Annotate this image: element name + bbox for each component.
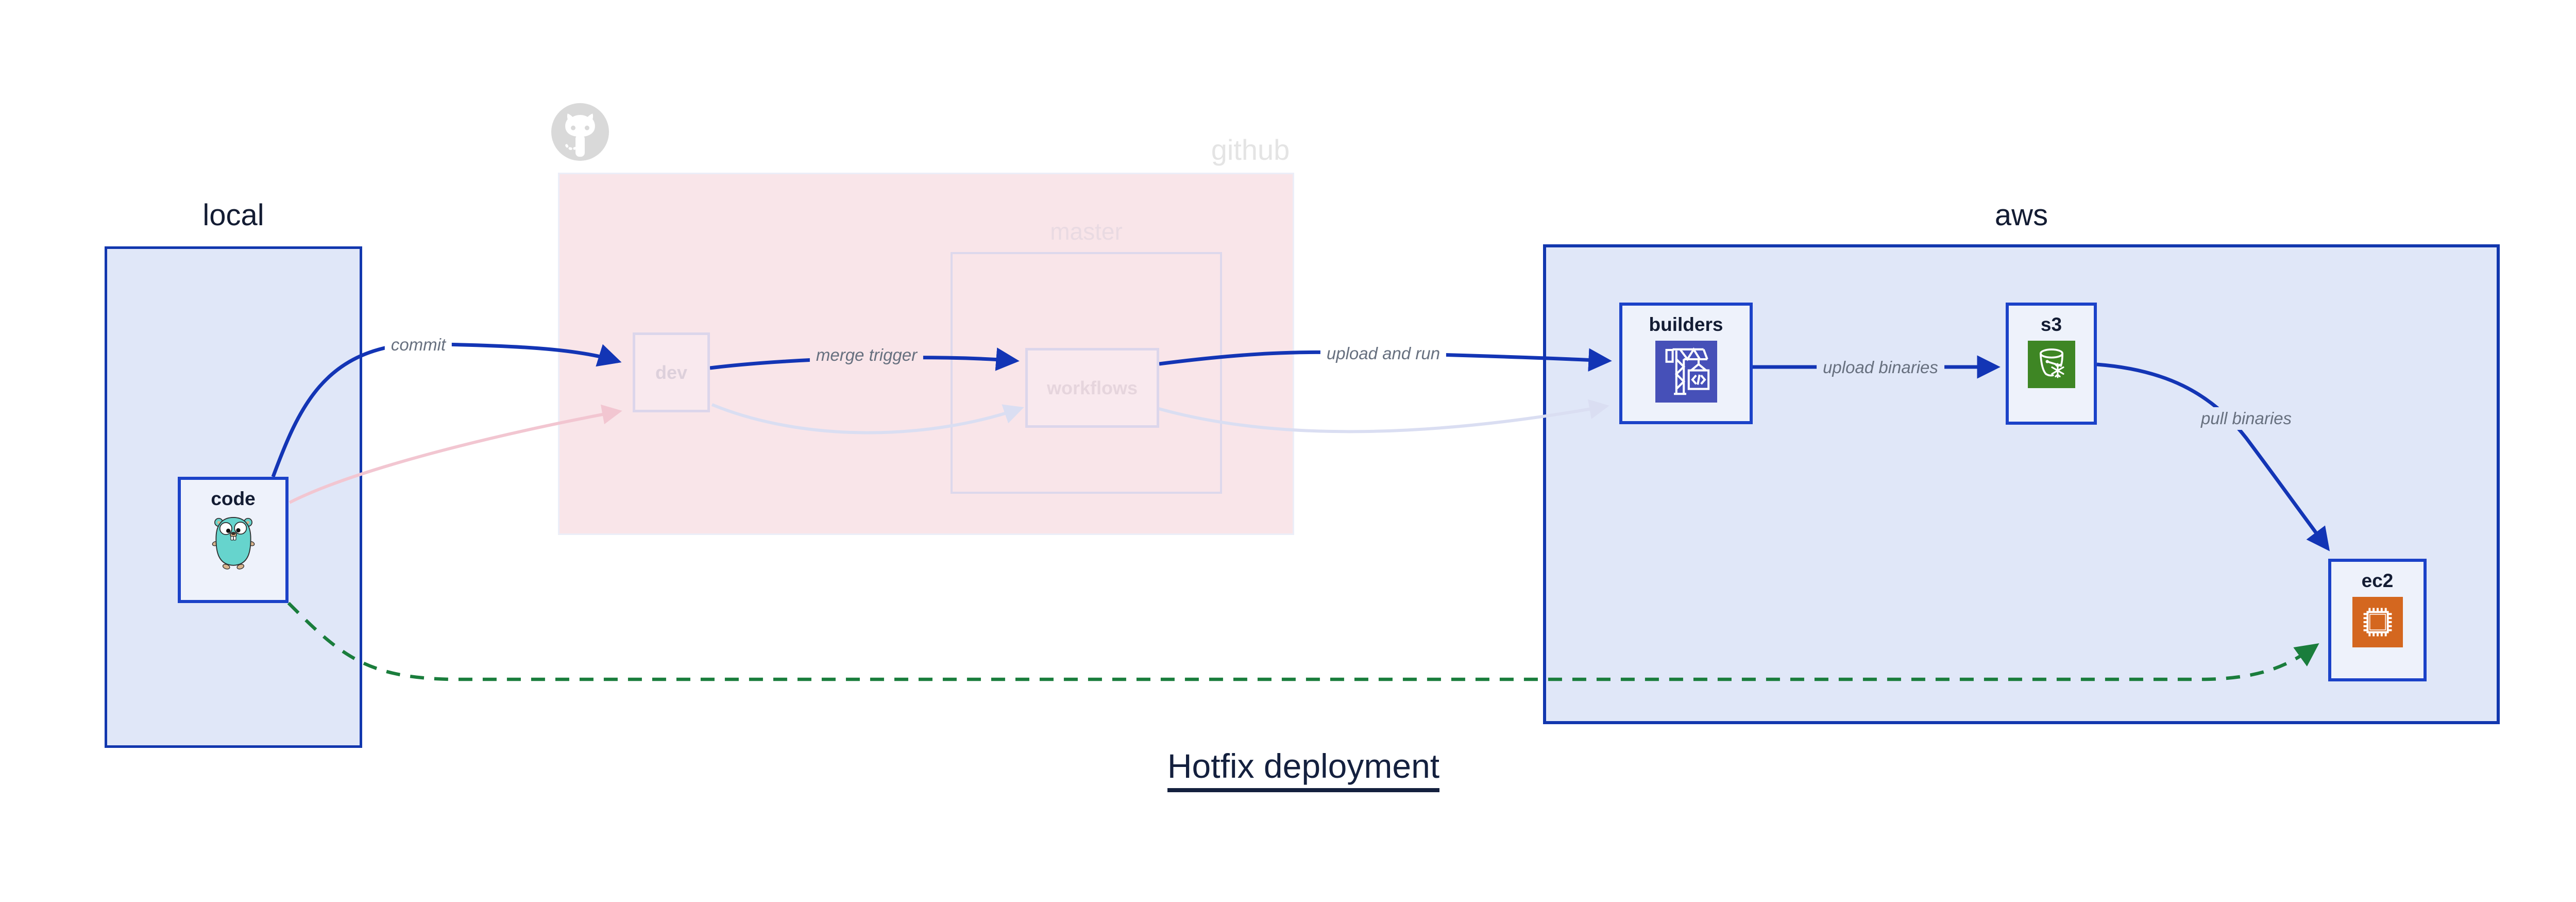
go-gopher-icon [212,517,255,570]
edge-label-commit: commit [384,333,452,356]
group-label-github: github [1211,133,1290,166]
node-builders: builders [1619,303,1753,424]
github-octocat-icon [551,103,609,161]
group-box-master [951,252,1222,494]
edge-pull-binaries [2096,362,2330,552]
edge-commit [271,342,622,478]
node-dev: dev [633,332,710,412]
aws-s3-glacier-bucket-icon [2027,341,2075,388]
edge-code-dev-faded [289,404,622,504]
edge-label-pull-binaries: pull binaries [2194,407,2298,430]
edge-hotfix-dashed [287,602,2319,681]
group-label-local: local [202,198,264,232]
aws-ec2-chip-icon [2352,597,2403,647]
edge-dev-workflows-faded [711,403,1024,435]
group-label-aws: aws [1994,198,2048,232]
node-s3-label: s3 [2040,314,2062,335]
node-s3: s3 [2006,303,2097,425]
group-label-master: master [1050,218,1123,245]
node-workflows-label: workflows [1046,377,1138,398]
diagram-title-text: Hotfix deployment [1167,746,1440,792]
node-builders-label: builders [1649,314,1723,335]
edge-label-upload-binaries: upload binaries [1817,356,1944,379]
node-workflows: workflows [1025,348,1159,428]
edge-label-upload-and-run: upload and run [1320,342,1447,365]
edge-workflows-builders-faded [1149,399,1609,433]
node-ec2: ec2 [2328,559,2427,681]
aws-codebuild-crane-icon [1655,341,1717,403]
node-code: code [178,477,289,603]
node-ec2-label: ec2 [2361,570,2394,591]
node-code-label: code [211,488,256,509]
diagram-title: Hotfix deployment [1097,746,1510,792]
node-dev-label: dev [655,361,688,383]
edge-label-merge-trigger: merge trigger [809,344,924,366]
